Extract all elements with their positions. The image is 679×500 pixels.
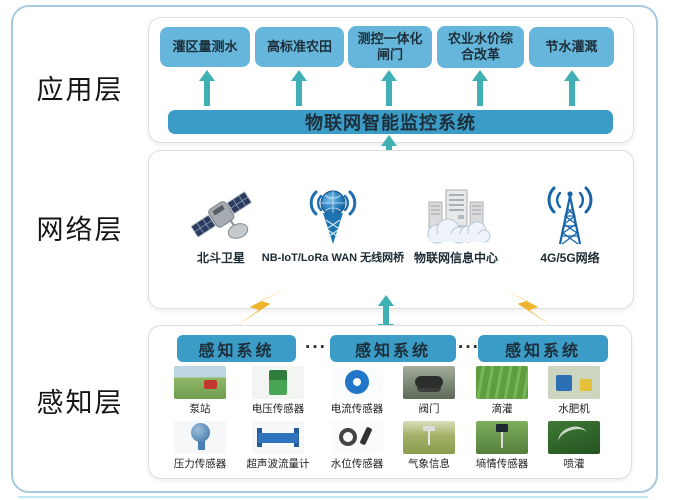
network-node-label: 4G/5G网络: [540, 251, 600, 265]
up-arrow: [291, 70, 307, 106]
sensor-label: 电压传感器: [251, 403, 305, 415]
up-arrow: [381, 70, 397, 106]
sensor-group-3: 滴灌 水肥机 墒情传感器 喷灌: [470, 366, 606, 471]
layer-label-application: 应用层: [36, 75, 124, 105]
network-node-4g5g: 4G/5G网络: [516, 184, 624, 266]
sensor-item: 墒情传感器: [470, 421, 534, 471]
pump-station-photo: [174, 366, 226, 399]
sensor-label: 水肥机: [558, 403, 590, 415]
valve-photo: [403, 366, 455, 399]
sensor-label: 电流传感器: [330, 403, 384, 415]
ellipsis-dots: ···: [458, 337, 480, 358]
network-node-iot-center: 物联网信息中心: [400, 184, 512, 266]
lightning-bolt-icon: [233, 286, 291, 328]
sensor-item: 阀门: [397, 366, 461, 416]
server-cloud-icon: [421, 184, 491, 246]
voltage-sensor-photo: [252, 366, 304, 399]
sense-system-box-1: 感知系统: [177, 335, 296, 362]
app-box-water-saving: 节水灌溉: [529, 27, 614, 67]
sensor-item: 喷灌: [542, 421, 606, 471]
app-box-farmland: 高标准农田: [255, 27, 344, 67]
current-sensor-photo: [331, 366, 383, 399]
ellipsis-dots: ···: [305, 337, 327, 358]
sensor-item: 泵站: [165, 366, 235, 416]
diagram-outer-frame: [11, 5, 658, 493]
ultrasonic-flowmeter-photo: [252, 421, 304, 454]
sensor-item: 水肥机: [542, 366, 606, 416]
bottom-accent-line: [18, 496, 648, 498]
sensor-label: 阀门: [418, 403, 440, 415]
sensor-label: 超声波流量计: [246, 458, 310, 470]
satellite-icon: [188, 184, 254, 246]
app-box-irrigation-metering: 灌区量测水: [160, 27, 250, 67]
network-node-label: 物联网信息中心: [413, 251, 498, 265]
sensor-item: 电流传感器: [325, 366, 389, 416]
antenna-tower-icon: [542, 184, 598, 246]
sensor-label: 泵站: [189, 403, 211, 415]
sense-system-box-2: 感知系统: [330, 335, 456, 362]
wireless-bridge-icon: [304, 184, 362, 246]
sensor-group-2: 电流传感器 阀门 水位传感器 气象信息: [325, 366, 461, 471]
app-box-water-price-reform: 农业水价综合改革: [437, 26, 524, 68]
sensor-label: 喷灌: [563, 458, 585, 470]
sensor-item: 气象信息: [397, 421, 461, 471]
sensor-group-1: 泵站 电压传感器 压力传感器 超声波流量计: [165, 366, 313, 471]
sense-system-box-3: 感知系统: [478, 335, 608, 362]
fertilizer-machine-photo: [548, 366, 600, 399]
sensor-item: 电压传感器: [243, 366, 313, 416]
sensor-item: 滴灌: [470, 366, 534, 416]
sensor-item: 超声波流量计: [243, 421, 313, 471]
layer-label-perception: 感知层: [36, 388, 124, 418]
sensor-label: 水位传感器: [330, 458, 384, 470]
sensor-label: 墒情传感器: [475, 458, 529, 470]
network-node-label: NB-IoT/LoRa WAN 无线网桥: [261, 252, 405, 264]
lightning-bolt-icon: [497, 286, 555, 328]
water-level-sensor-photo: [331, 421, 383, 454]
sensor-label: 滴灌: [491, 403, 513, 415]
up-arrow: [472, 70, 488, 106]
sensor-item: 水位传感器: [325, 421, 389, 471]
iot-platform-bar: 物联网智能监控系统: [168, 110, 613, 134]
up-arrow: [564, 70, 580, 106]
sensor-label: 气象信息: [408, 458, 450, 470]
pressure-sensor-photo: [174, 421, 226, 454]
layer-label-network: 网络层: [36, 215, 124, 245]
drip-irrigation-photo: [476, 366, 528, 399]
up-arrow: [199, 70, 215, 106]
sensor-label: 压力传感器: [173, 458, 227, 470]
app-box-gate-control: 测控一体化闸门: [348, 26, 432, 68]
network-node-wireless-bridge: NB-IoT/LoRa WAN 无线网桥: [250, 184, 416, 265]
soil-moisture-sensor-photo: [476, 421, 528, 454]
sprinkler-irrigation-photo: [548, 421, 600, 454]
weather-station-photo: [403, 421, 455, 454]
network-node-label: 北斗卫星: [196, 251, 245, 265]
sensor-item: 压力传感器: [165, 421, 235, 471]
network-node-satellite: 北斗卫星: [180, 184, 262, 266]
